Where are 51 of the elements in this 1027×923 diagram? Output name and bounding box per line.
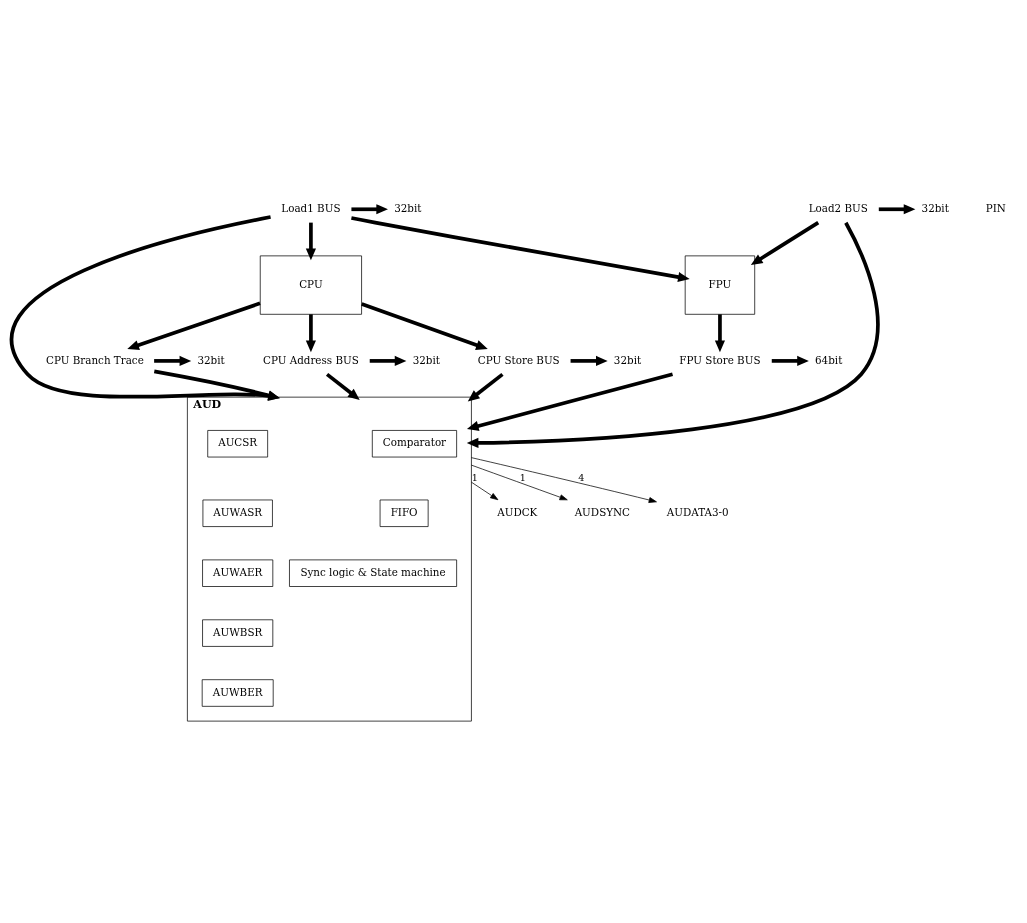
- arrow: [154, 355, 192, 366]
- arrow: [771, 355, 809, 366]
- node-text: 32bit: [394, 202, 422, 215]
- arrow: [361, 302, 488, 350]
- node-text: Load2 BUS: [808, 202, 868, 215]
- node-box: FPU: [684, 255, 756, 315]
- label: PIN: [985, 202, 1006, 215]
- arrow: [466, 372, 674, 431]
- node-text: 32bit: [412, 353, 440, 366]
- node-text: 32bit: [197, 353, 225, 366]
- arrow: [325, 372, 360, 400]
- node-box: CPU: [259, 255, 362, 315]
- arrow: [466, 221, 880, 449]
- node-box: AUWBER: [201, 679, 274, 707]
- arrow: [714, 314, 726, 353]
- node-box: Comparator: [371, 430, 457, 458]
- arrow: [305, 314, 316, 353]
- node-text: CPU Address BUS: [263, 353, 359, 366]
- edge-label: 1: [519, 472, 526, 484]
- node-box: AUWASR: [202, 499, 273, 527]
- arrow: [471, 481, 499, 501]
- node-text: 64bit: [815, 353, 843, 366]
- node-text: 32bit: [921, 202, 949, 215]
- node-text: CPU Store BUS: [477, 353, 560, 366]
- arrow: [153, 369, 280, 401]
- node-text: FPU Store BUS: [679, 353, 761, 366]
- node-box: AUWAER: [202, 559, 274, 587]
- node-text: CPU Branch Trace: [46, 353, 144, 366]
- arrow: [471, 464, 568, 501]
- edge-label: 1: [471, 472, 478, 484]
- arrow: [467, 372, 504, 402]
- node-box: AUCSR: [207, 430, 268, 458]
- arrow: [351, 216, 690, 283]
- arrow: [351, 204, 388, 215]
- node-text: Load1 BUS: [281, 202, 341, 215]
- node-text: 32bit: [613, 353, 642, 366]
- arrow: [127, 301, 261, 351]
- node-box: Sync logic & State machine: [289, 559, 457, 587]
- node-text: AUDSYNC: [574, 506, 631, 519]
- arrow: [878, 204, 916, 215]
- arrow: [570, 355, 608, 366]
- arrow: [750, 221, 820, 265]
- node-text: AUDATA3-0: [666, 506, 729, 519]
- edge-label: 4: [578, 472, 585, 484]
- arrow: [471, 457, 657, 503]
- arrow: [305, 222, 316, 261]
- node-text: AUDCK: [497, 506, 538, 519]
- node-box: FIFO: [379, 499, 429, 527]
- arrow: [369, 355, 407, 366]
- arrow: [10, 215, 280, 401]
- node-box: AUWBSR: [202, 619, 274, 647]
